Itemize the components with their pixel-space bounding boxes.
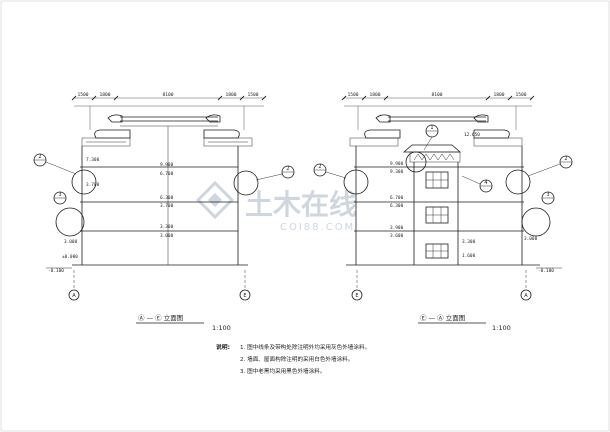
dim-text: 1800 [369, 92, 380, 98]
left-elevation-title: Ⓐ — Ⓔ 立面图 1:100 [136, 313, 231, 332]
detail-marker-label: 4 [484, 180, 487, 186]
watermark-subtext: COI88.COM [280, 222, 355, 233]
right-windows [425, 171, 449, 259]
drawing-title: Ⓔ — Ⓐ 立面图 [420, 313, 465, 322]
detail-marker-label: 3 [58, 192, 61, 198]
drawing-title: Ⓐ — Ⓔ 立面图 [138, 313, 183, 322]
note-item: 2. 墙面、屋面构除注明的采用白色外墙涂料。 [240, 355, 353, 363]
level-text: 3.000 [160, 233, 174, 239]
right-detail-callouts: 2 2 3 1 4 [313, 124, 573, 237]
right-axis-markers: E A [351, 270, 532, 301]
left-floor-lines [72, 126, 248, 266]
detail-marker-label: 2 [38, 154, 41, 160]
dim-text: 8100 [431, 92, 442, 98]
level-text: 6.300 [160, 195, 174, 201]
left-detail-callouts: 2 3 2 [33, 153, 295, 237]
dim-text: 1500 [247, 92, 258, 98]
right-elevation: 1500 1800 8100 1800 1500 [313, 92, 573, 332]
right-roof [349, 114, 523, 163]
note-item: 3. 图中老黑均采用黑色外墙涂料。 [240, 367, 325, 375]
detail-marker-label: 2 [564, 156, 567, 162]
left-axis-markers: A E [68, 270, 251, 301]
drawing-scale: 1:100 [492, 324, 511, 332]
note-item: 1. 图中线条及带构处除注明外均采用灰色外墙涂料。 [240, 343, 370, 351]
level-text: 3.000 [524, 236, 538, 242]
level-text: 9.300 [390, 169, 404, 175]
drawing-scale: 1:100 [212, 324, 231, 332]
detail-marker-label: 2 [286, 166, 289, 172]
dim-text: 8100 [162, 92, 173, 98]
level-text: 9.900 [160, 162, 174, 168]
right-level-marks: 12.650 9.900 9.300 6.700 6.300 3.900 3.6… [390, 132, 562, 274]
level-text: -0.100 [538, 268, 554, 274]
level-text: 9.900 [390, 161, 404, 167]
left-elevation: 1500 1800 8100 1800 1500 [33, 92, 295, 332]
level-text: 3.300 [462, 239, 476, 245]
left-dimension-chain: 1500 1800 8100 1800 1500 [71, 92, 267, 130]
axis-label: A [72, 293, 76, 299]
dim-text: 1500 [347, 92, 358, 98]
detail-marker-label: 3 [546, 192, 549, 198]
right-floor-lines [346, 146, 540, 266]
watermark-text: 土木在线 [245, 188, 357, 221]
level-text: ±0.000 [62, 254, 78, 260]
level-text: 6.300 [390, 203, 404, 209]
level-text: -0.100 [48, 268, 64, 274]
level-text: 3.700 [86, 182, 100, 188]
dim-text: 1800 [225, 92, 236, 98]
right-elevation-title: Ⓔ — Ⓐ 立面图 1:100 [418, 313, 511, 332]
detail-marker-label: 2 [318, 164, 321, 170]
dim-text: 1500 [77, 92, 88, 98]
notes-block: 说明: 1. 图中线条及带构处除注明外均采用灰色外墙涂料。 2. 墙面、屋面构除… [216, 343, 370, 375]
level-text: 12.650 [464, 132, 480, 138]
level-text: 3.900 [390, 225, 404, 231]
dim-text: 1800 [493, 92, 504, 98]
dim-text: 1800 [99, 92, 110, 98]
level-text: 3.600 [390, 233, 404, 239]
level-text: 1.600 [462, 253, 476, 259]
level-text: 3.700 [160, 203, 174, 209]
watermark: 土木在线 COI88.COM [195, 180, 357, 233]
left-level-marks: 9.900 6.700 6.300 3.700 3.300 3.000 7.30… [46, 157, 174, 274]
level-text: 3.300 [160, 224, 174, 230]
level-text: 6.700 [160, 171, 174, 177]
detail-marker-label: 1 [430, 125, 433, 131]
right-dimension-chain: 1500 1800 8100 1800 1500 [341, 92, 535, 130]
left-roof [81, 114, 253, 147]
axis-label: A [524, 293, 528, 299]
dim-text: 1500 [515, 92, 526, 98]
level-text: 3.000 [64, 239, 78, 245]
level-text: 7.300 [86, 157, 100, 163]
axis-label: E [355, 293, 358, 299]
notes-label: 说明: [216, 343, 230, 351]
axis-label: E [243, 293, 246, 299]
level-text: 6.700 [390, 195, 404, 201]
